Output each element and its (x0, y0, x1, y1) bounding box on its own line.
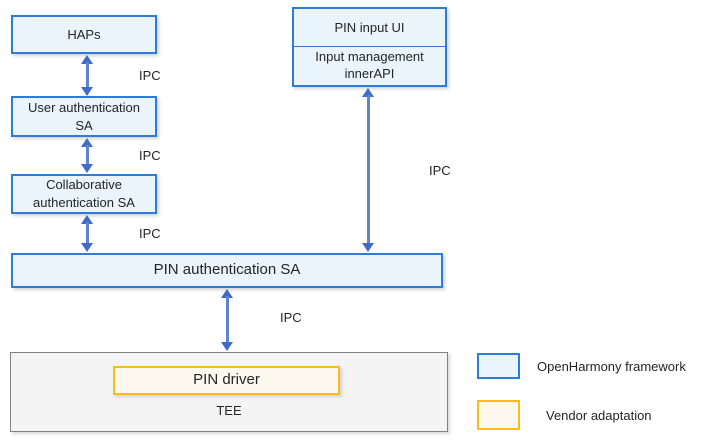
ipc-arrow-pinauth-tee-icon (221, 289, 233, 351)
ipc-arrow-collab-pinauth-icon (81, 215, 93, 252)
arrow-head-up-icon (81, 55, 93, 64)
ipc-arrow-user-collab-icon (81, 138, 93, 173)
openharmony-framework-swatch (477, 353, 520, 379)
ipc-arrow-haps-user-icon (81, 55, 93, 96)
legend-item-vendor: Vendor adaptation (477, 400, 652, 430)
legend-item-openharmony: OpenHarmony framework (477, 353, 686, 379)
node-haps: HAPs (11, 15, 157, 54)
ipc-label-haps-user: IPC (139, 68, 161, 83)
node-pin-authentication-sa: PIN authentication SA (11, 253, 443, 288)
legend-label-vendor: Vendor adaptation (546, 407, 652, 423)
node-user-authentication-sa-label: User authentication SA (27, 99, 140, 133)
node-pin-authentication-sa-label: PIN authentication SA (153, 261, 301, 279)
ipc-label-collab-pinauth: IPC (139, 226, 161, 241)
arrow-head-down-icon (81, 164, 93, 173)
arrow-head-down-icon (221, 342, 233, 351)
arrow-head-up-icon (221, 289, 233, 298)
node-pin-driver: PIN driver (113, 366, 340, 395)
node-pin-driver-label: PIN driver (193, 371, 260, 389)
node-collaborative-authentication-sa: Collaborative authentication SA (11, 174, 157, 214)
tee-label: TEE (216, 403, 242, 418)
node-input-management-innerapi-label: Input management innerAPI (315, 49, 424, 81)
node-pin-input-ui: PIN input UI (294, 9, 445, 47)
arrow-head-down-icon (362, 243, 374, 252)
ipc-label-user-collab: IPC (139, 148, 161, 163)
arrow-head-down-icon (81, 87, 93, 96)
node-pin-input-ui-group: PIN input UI Input management innerAPI (292, 7, 447, 87)
node-haps-label: HAPs (67, 26, 101, 42)
arrow-head-down-icon (81, 243, 93, 252)
arrow-head-up-icon (81, 215, 93, 224)
node-user-authentication-sa: User authentication SA (11, 96, 157, 137)
ipc-label-pinauth-tee: IPC (280, 310, 302, 325)
vendor-adaptation-swatch (477, 400, 520, 430)
legend-label-openharmony: OpenHarmony framework (537, 358, 686, 374)
node-collaborative-authentication-sa-label: Collaborative authentication SA (33, 177, 135, 210)
ipc-label-inputmgmt-pinauth: IPC (429, 163, 451, 178)
arrow-head-up-icon (81, 138, 93, 147)
node-pin-input-ui-label: PIN input UI (334, 20, 405, 35)
node-input-management-innerapi: Input management innerAPI (294, 47, 445, 85)
arrow-head-up-icon (362, 88, 374, 97)
ipc-arrow-inputmgmt-pinauth-icon (362, 88, 374, 252)
